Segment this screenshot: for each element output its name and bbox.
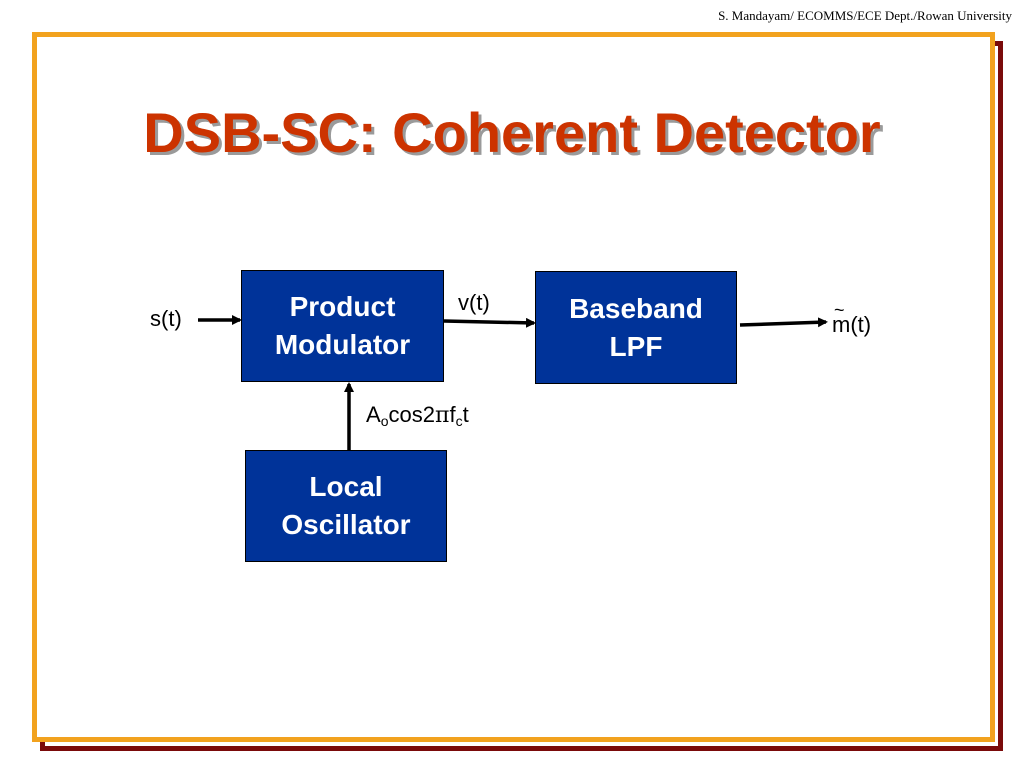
output-signal-label: ~m(t) — [832, 300, 872, 338]
output-m: m — [832, 312, 851, 337]
carrier-f: f — [449, 402, 456, 427]
arrow-lpf-to-output — [739, 317, 828, 328]
output-m-tilde: ~m — [832, 300, 851, 338]
header-credit: S. Mandayam/ ECOMMS/ECE Dept./Rowan Univ… — [718, 8, 1012, 23]
baseband-lpf-label-line1: Baseband — [569, 292, 703, 324]
carrier-A-sub: o — [380, 413, 389, 429]
baseband-lpf-label-line2: LPF — [609, 330, 663, 362]
slide-frame — [32, 32, 995, 742]
product-modulator-block: Product Modulator — [241, 270, 444, 382]
baseband-lpf-block: Baseband LPF — [535, 271, 737, 384]
carrier-signal-label: Aocos2πfct — [366, 402, 469, 429]
carrier-pi: π — [434, 403, 450, 428]
local-oscillator-block: Local Oscillator — [245, 450, 447, 562]
product-modulator-label-line1: Product — [289, 291, 396, 322]
output-rest: (t) — [850, 312, 872, 337]
carrier-f-sub: c — [455, 413, 463, 429]
arrow-modulator-to-lpf — [443, 317, 536, 328]
product-modulator-label-line2: Modulator — [274, 329, 411, 360]
carrier-cos: cos2 — [388, 402, 435, 427]
local-oscillator-label-line2: Oscillator — [281, 509, 411, 540]
intermediate-signal-label: v(t) — [458, 290, 490, 315]
carrier-t: t — [462, 402, 469, 427]
input-signal-label: s(t) — [150, 306, 182, 331]
output-tilde-mark: ~ — [834, 300, 845, 320]
local-oscillator-label-line1: Local — [309, 471, 383, 502]
carrier-A: A — [366, 402, 381, 427]
slide-title: DSB-SC: Coherent Detector — [143, 101, 881, 164]
